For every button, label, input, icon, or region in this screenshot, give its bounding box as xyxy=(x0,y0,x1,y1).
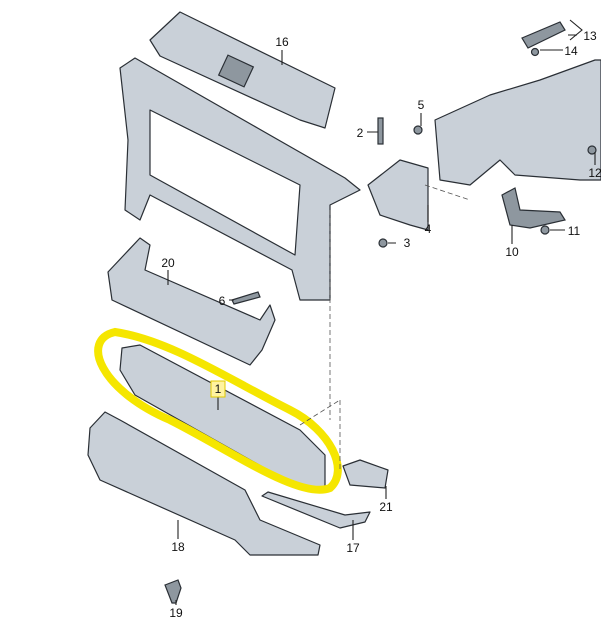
bolt-12 xyxy=(587,145,597,155)
callout-3: 3 xyxy=(404,236,411,250)
leader-lines xyxy=(167,19,596,605)
svg-text:21: 21 xyxy=(379,500,393,514)
part-radiator-support xyxy=(119,57,361,301)
part-17-trim-strip xyxy=(261,491,371,529)
bolt-2 xyxy=(377,117,384,145)
highlight-ellipse xyxy=(94,327,342,494)
callout-12: 12 xyxy=(588,166,601,180)
callout-10: 10 xyxy=(505,245,519,259)
bolt-6 xyxy=(231,291,261,305)
svg-text:11: 11 xyxy=(568,224,581,238)
svg-text:6: 6 xyxy=(219,294,226,308)
callout-6: 6 xyxy=(219,294,226,308)
part-16-lock-mount xyxy=(217,54,255,88)
callout-5: 5 xyxy=(418,98,425,112)
dashed-guide xyxy=(299,184,471,470)
part-21-bracket xyxy=(342,459,389,489)
callout-1: 1 xyxy=(210,380,226,398)
svg-text:4: 4 xyxy=(425,222,432,236)
callout-20: 20 xyxy=(161,256,175,270)
part-longitudinal-member xyxy=(434,59,601,186)
part-10-bracket xyxy=(501,187,566,229)
svg-text:16: 16 xyxy=(275,35,289,49)
bolt-5 xyxy=(413,125,423,135)
svg-text:1: 1 xyxy=(215,382,222,396)
svg-text:14: 14 xyxy=(564,44,578,58)
callout-13: 13 xyxy=(583,29,597,43)
part-13-bracket xyxy=(521,21,566,49)
part-20-lower-carrier xyxy=(107,237,276,366)
callout-2: 2 xyxy=(357,126,364,140)
svg-text:20: 20 xyxy=(161,256,175,270)
svg-text:3: 3 xyxy=(404,236,411,250)
svg-text:2: 2 xyxy=(357,126,364,140)
clip-19 xyxy=(164,579,182,604)
svg-text:10: 10 xyxy=(505,245,519,259)
callout-19: 19 xyxy=(169,606,183,620)
svg-text:13: 13 xyxy=(583,29,597,43)
callout-4: 4 xyxy=(425,222,432,236)
part-18-energy-absorber xyxy=(87,411,321,556)
callout-18: 18 xyxy=(171,540,185,554)
svg-text:17: 17 xyxy=(346,541,360,555)
callout-11: 11 xyxy=(568,224,581,238)
svg-text:12: 12 xyxy=(588,166,601,180)
bolt-14 xyxy=(530,47,540,57)
nut-11 xyxy=(540,225,550,235)
callout-17: 17 xyxy=(346,541,360,555)
svg-text:19: 19 xyxy=(169,606,183,620)
part-4-crash-box xyxy=(367,159,429,231)
nut-3 xyxy=(378,238,388,248)
callout-1-highlight-box xyxy=(210,380,226,398)
callout-16: 16 xyxy=(275,35,289,49)
callout-14: 14 xyxy=(564,44,578,58)
svg-text:5: 5 xyxy=(418,98,425,112)
svg-text:18: 18 xyxy=(171,540,185,554)
callout-21: 21 xyxy=(379,500,393,514)
